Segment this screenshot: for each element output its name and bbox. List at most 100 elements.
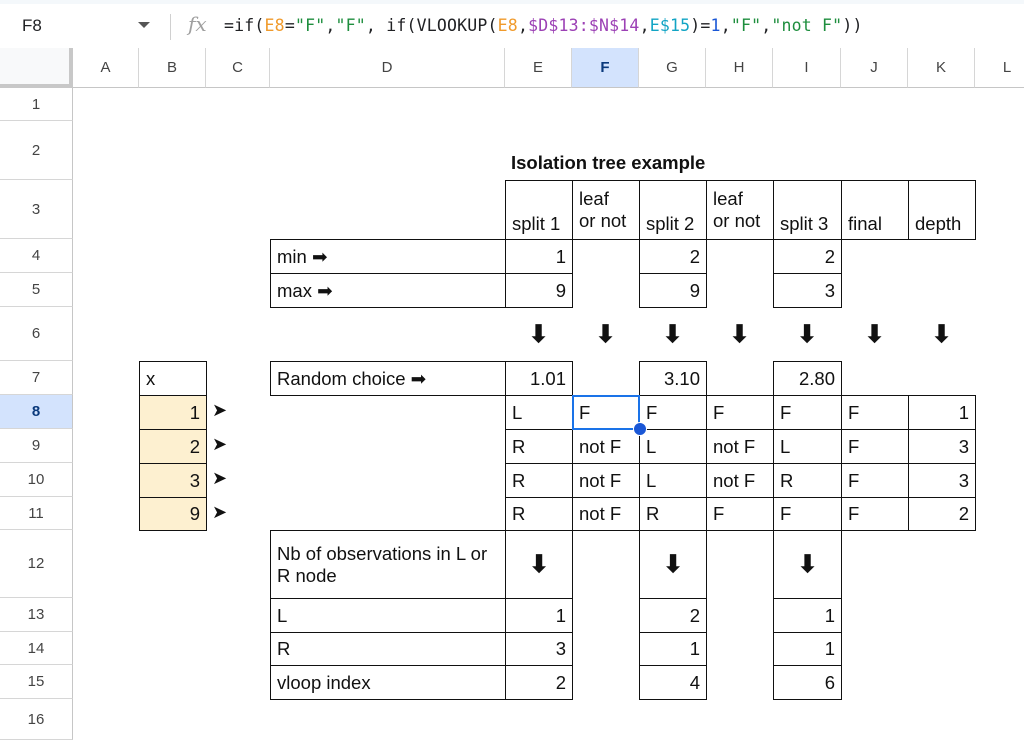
column-header-i[interactable]: I bbox=[773, 48, 841, 88]
count-R-split-3[interactable]: 1 bbox=[773, 632, 842, 666]
row-header-4[interactable]: 4 bbox=[0, 239, 73, 273]
row-header-16[interactable]: 16 bbox=[0, 699, 73, 740]
row-header-12[interactable]: 12 bbox=[0, 530, 73, 598]
header-split-2[interactable]: split 2 bbox=[639, 180, 707, 240]
x-value[interactable]: 3 bbox=[139, 463, 207, 498]
count-R-split-2[interactable]: 1 bbox=[639, 632, 707, 666]
row-header-15[interactable]: 15 bbox=[0, 665, 73, 699]
random-split-2[interactable]: 3.10 bbox=[639, 361, 707, 396]
count-L-split-3[interactable]: 1 bbox=[773, 598, 842, 633]
min-split-3[interactable]: 2 bbox=[773, 239, 842, 274]
max-label[interactable]: max ➡ bbox=[270, 273, 506, 308]
row-header-5[interactable]: 5 bbox=[0, 273, 73, 307]
obs-cell-depth[interactable]: 3 bbox=[908, 463, 976, 498]
header-leaf-or-not-1[interactable]: leaf or not bbox=[572, 180, 640, 240]
row-header-3[interactable]: 3 bbox=[0, 180, 73, 239]
obs-cell-split3[interactable]: L bbox=[773, 429, 842, 464]
obs-cell-split1[interactable]: R bbox=[505, 463, 573, 498]
row-header-7[interactable]: 7 bbox=[0, 361, 73, 395]
row-header-2[interactable]: 2 bbox=[0, 121, 73, 180]
header-leaf-or-not-2[interactable]: leaf or not bbox=[706, 180, 774, 240]
obs-cell-split3[interactable]: F bbox=[773, 395, 842, 430]
count-L-split-2[interactable]: 2 bbox=[639, 598, 707, 633]
column-header-d[interactable]: D bbox=[270, 48, 505, 88]
obs-cell-leaf2[interactable]: F bbox=[706, 395, 774, 430]
random-split-3[interactable]: 2.80 bbox=[773, 361, 842, 396]
header-depth[interactable]: depth bbox=[908, 180, 976, 240]
nb-observations-label[interactable]: Nb of observations in L or R node bbox=[270, 530, 506, 599]
name-box[interactable]: F8 bbox=[22, 16, 42, 35]
random-split-1[interactable]: 1.01 bbox=[505, 361, 573, 396]
obs-cell-split2[interactable]: L bbox=[639, 463, 707, 498]
header-split-3[interactable]: split 3 bbox=[773, 180, 842, 240]
min-split-1[interactable]: 1 bbox=[505, 239, 573, 274]
obs-cell-leaf2[interactable]: not F bbox=[706, 429, 774, 464]
row-header-8[interactable]: 8 bbox=[0, 395, 73, 429]
row-header-13[interactable]: 13 bbox=[0, 598, 73, 632]
row-header-14[interactable]: 14 bbox=[0, 632, 73, 665]
vloop-index-label[interactable]: vloop index bbox=[270, 665, 506, 700]
obs-cell-split3[interactable]: R bbox=[773, 463, 842, 498]
obs-cell-leaf1[interactable]: not F bbox=[572, 463, 640, 498]
formula-token: E$15 bbox=[649, 16, 691, 35]
column-header-g[interactable]: G bbox=[639, 48, 706, 88]
column-header-k[interactable]: K bbox=[908, 48, 975, 88]
vloop-split-1[interactable]: 2 bbox=[505, 665, 573, 700]
fill-handle[interactable] bbox=[633, 422, 647, 436]
count-L-label[interactable]: L bbox=[270, 598, 506, 633]
obs-cell-split1[interactable]: L bbox=[505, 395, 573, 430]
row-header-1[interactable]: 1 bbox=[0, 88, 73, 121]
select-all-corner[interactable] bbox=[0, 48, 73, 88]
x-value[interactable]: 1 bbox=[139, 395, 207, 430]
count-L-split-1[interactable]: 1 bbox=[505, 598, 573, 633]
vloop-split-3[interactable]: 6 bbox=[773, 665, 842, 700]
chevron-down-icon[interactable] bbox=[138, 22, 150, 28]
count-R-split-1[interactable]: 3 bbox=[505, 632, 573, 666]
obs-cell-split1[interactable]: R bbox=[505, 497, 573, 531]
obs-cell-leaf1[interactable]: not F bbox=[572, 429, 640, 464]
obs-cell-split1[interactable]: R bbox=[505, 429, 573, 464]
max-split-1[interactable]: 9 bbox=[505, 273, 573, 308]
obs-cell-split2[interactable]: R bbox=[639, 497, 707, 531]
row-header-11[interactable]: 11 bbox=[0, 497, 73, 530]
column-header-b[interactable]: B bbox=[139, 48, 206, 88]
obs-cell-final[interactable]: F bbox=[841, 395, 909, 430]
random-choice-label[interactable]: Random choice ➡ bbox=[270, 361, 506, 396]
arrow-down-icon: ⬇ bbox=[773, 530, 842, 599]
obs-cell-leaf1[interactable]: F bbox=[572, 395, 640, 430]
obs-cell-final[interactable]: F bbox=[841, 497, 909, 531]
column-header-h[interactable]: H bbox=[706, 48, 773, 88]
obs-cell-leaf2[interactable]: not F bbox=[706, 463, 774, 498]
column-header-j[interactable]: J bbox=[841, 48, 908, 88]
header-split-1[interactable]: split 1 bbox=[505, 180, 573, 240]
min-label[interactable]: min ➡ bbox=[270, 239, 506, 274]
obs-cell-depth[interactable]: 1 bbox=[908, 395, 976, 430]
obs-cell-depth[interactable]: 2 bbox=[908, 497, 976, 531]
count-R-label[interactable]: R bbox=[270, 632, 506, 666]
obs-cell-split3[interactable]: F bbox=[773, 497, 842, 531]
row-header-9[interactable]: 9 bbox=[0, 429, 73, 463]
obs-cell-split2[interactable]: L bbox=[639, 429, 707, 464]
column-header-e[interactable]: E bbox=[505, 48, 572, 88]
x-value[interactable]: 2 bbox=[139, 429, 207, 464]
vloop-split-2[interactable]: 4 bbox=[639, 665, 707, 700]
min-split-2[interactable]: 2 bbox=[639, 239, 707, 274]
obs-cell-depth[interactable]: 3 bbox=[908, 429, 976, 464]
obs-cell-leaf2[interactable]: F bbox=[706, 497, 774, 531]
row-header-6[interactable]: 6 bbox=[0, 307, 73, 361]
formula-input[interactable]: =if(E8="F","F", if(VLOOKUP(E8,$D$13:$N$1… bbox=[224, 16, 863, 35]
max-split-3[interactable]: 3 bbox=[773, 273, 842, 308]
max-split-2[interactable]: 9 bbox=[639, 273, 707, 308]
column-header-c[interactable]: C bbox=[206, 48, 270, 88]
column-header-f[interactable]: F bbox=[572, 48, 639, 88]
obs-cell-final[interactable]: F bbox=[841, 429, 909, 464]
header-final[interactable]: final bbox=[841, 180, 909, 240]
row-header-10[interactable]: 10 bbox=[0, 463, 73, 497]
x-value[interactable]: 9 bbox=[139, 497, 207, 531]
obs-cell-final[interactable]: F bbox=[841, 463, 909, 498]
x-header[interactable]: x bbox=[139, 361, 207, 396]
obs-cell-leaf1[interactable]: not F bbox=[572, 497, 640, 531]
obs-cell-split2[interactable]: F bbox=[639, 395, 707, 430]
column-header-l[interactable]: L bbox=[975, 48, 1024, 88]
column-header-a[interactable]: A bbox=[73, 48, 139, 88]
